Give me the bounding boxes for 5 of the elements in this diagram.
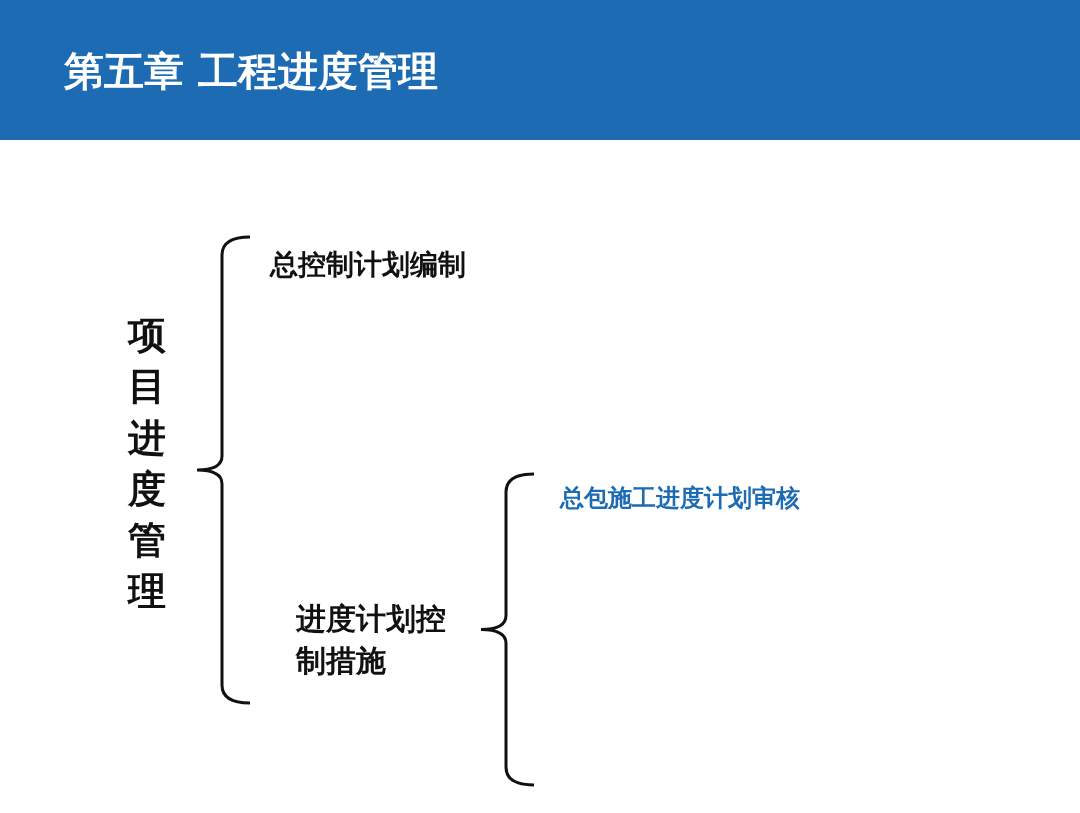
node-label: 总控制计划编制 <box>270 247 466 283</box>
node-label: 项目进度管理 <box>128 312 166 616</box>
node-label: 总包施工进度计划审核 <box>560 483 800 514</box>
slide-title: 第五章 工程进度管理 <box>64 47 438 96</box>
node-label: 进度计划控制措施 <box>296 600 446 680</box>
